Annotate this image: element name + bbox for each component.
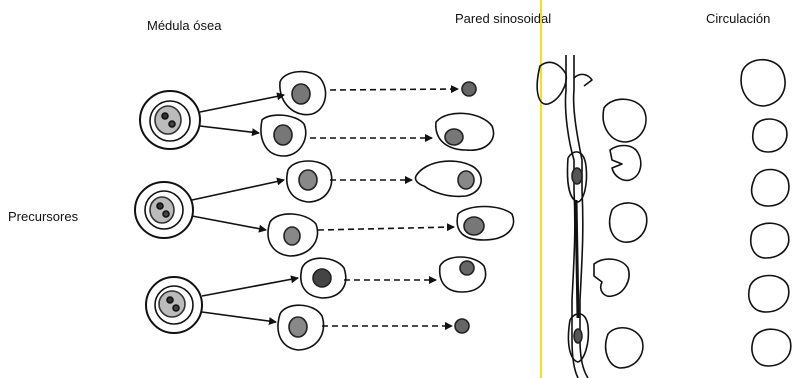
- precursor-cell: [135, 182, 193, 238]
- daughter-cell: [301, 258, 346, 298]
- arrow: [200, 126, 259, 133]
- dashed-arrow: [330, 89, 458, 90]
- reticulocyte: [440, 257, 486, 292]
- daughter-cell: [268, 214, 318, 256]
- daughter-cell: [278, 305, 324, 350]
- wall-cells: [594, 99, 647, 368]
- sinusoidal-wall: [537, 55, 592, 378]
- nucleus-blob: [455, 319, 469, 333]
- dashed-arrow: [318, 227, 454, 230]
- arrow: [192, 180, 284, 200]
- daughter-cell: [280, 72, 326, 115]
- circulating-cells: [741, 60, 791, 366]
- arrow: [202, 312, 276, 322]
- arrow: [200, 95, 284, 112]
- nucleus-blob: [462, 82, 476, 96]
- reticulocyte: [415, 161, 481, 196]
- daughter-cell: [261, 115, 306, 156]
- precursor-group-3: [146, 257, 486, 350]
- reticulocyte: [457, 207, 513, 241]
- precursor-group-1: [140, 72, 494, 156]
- reticulocyte: [436, 113, 494, 150]
- arrow: [192, 216, 266, 230]
- daughter-cell: [287, 161, 332, 202]
- precursor-group-2: [135, 161, 514, 256]
- arrow: [202, 278, 298, 296]
- precursor-cell: [146, 277, 202, 333]
- precursor-cell: [140, 91, 200, 149]
